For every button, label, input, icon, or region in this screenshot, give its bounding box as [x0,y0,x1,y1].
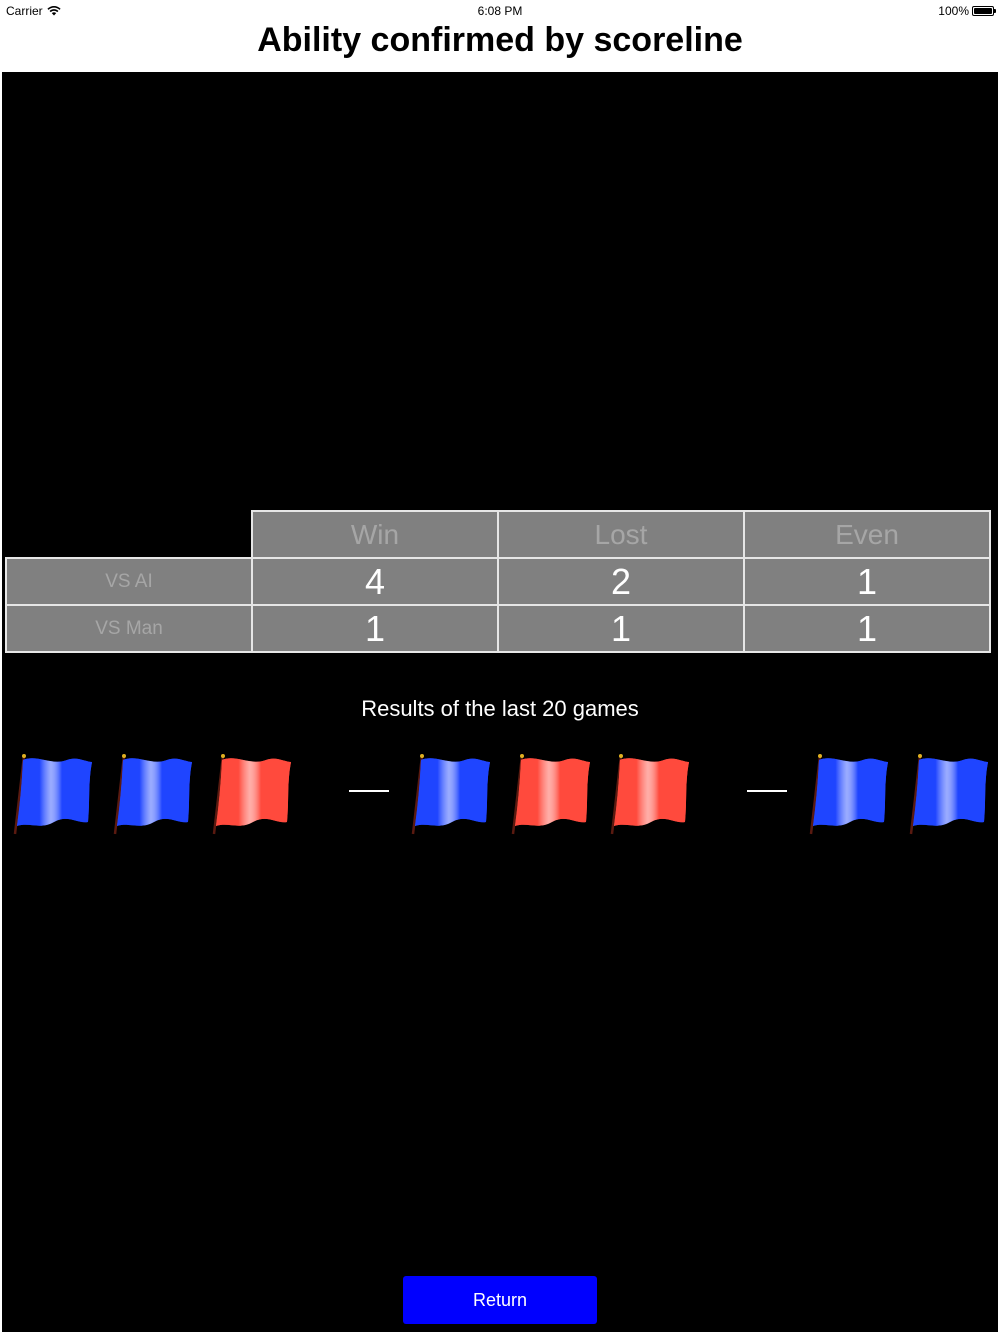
vs-man-even-count: 1 [743,604,991,653]
vs-ai-even-count: 1 [743,557,991,606]
battery-percent: 100% [938,4,969,18]
vs-ai-win-count: 4 [251,557,499,606]
result-flag-blue-icon [13,754,92,835]
column-header-win: Win [251,510,499,559]
column-header-even: Even [743,510,991,559]
status-bar: Carrier 6:08 PM 100% [0,0,1000,22]
battery-indicator: 100% [938,4,996,18]
row-header-vs-man: VS Man [5,604,253,653]
result-flag-red-icon [212,754,291,835]
carrier-indicator: Carrier [6,4,61,18]
result-flag-blue-icon [909,754,988,835]
table-corner [6,511,253,559]
battery-icon [972,6,996,16]
vs-man-win-count: 1 [251,604,499,653]
clock: 6:08 PM [477,4,523,18]
carrier-label: Carrier [6,4,43,18]
table-row-vs-ai: VS AI 4 2 1 [5,557,991,606]
result-flag-blue-icon [113,754,192,835]
main-area [2,72,998,1332]
result-flag-blue-icon [809,754,888,835]
results-label: Results of the last 20 games [361,696,639,721]
result-separator-2 [746,790,787,792]
page-title: Ability confirmed by scoreline [257,21,743,59]
result-flag-red-icon [610,754,689,835]
table-header-row: Win Lost Even [6,510,991,559]
wifi-icon [47,6,61,16]
result-flag-blue-icon [411,754,490,835]
result-flag-red-icon [511,754,590,835]
column-header-lost: Lost [497,510,745,559]
result-separator-1 [348,790,389,792]
vs-man-lost-count: 1 [497,604,745,653]
row-header-vs-ai: VS AI [5,557,253,606]
table-row-vs-man: VS Man 1 1 1 [5,604,991,653]
score-table: Win Lost Even VS AI 4 2 1 VS Man 1 1 1 [5,510,991,653]
return-button[interactable]: Return [403,1276,597,1324]
vs-ai-lost-count: 2 [497,557,745,606]
